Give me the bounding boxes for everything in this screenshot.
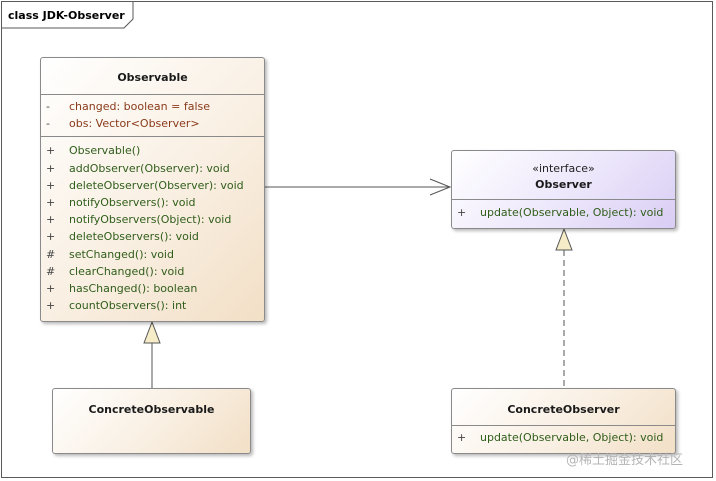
visibility-marker: +	[46, 281, 56, 295]
operation-text: countObservers(): int	[69, 299, 187, 313]
operation-text: setChanged(): void	[69, 247, 174, 261]
frame-title: class JDK-Observer	[8, 9, 125, 22]
frame-title-tab: class JDK-Observer	[2, 2, 134, 29]
operation-text: Observable()	[69, 144, 141, 158]
stereotype-label: «interface»	[532, 162, 595, 175]
visibility-marker: +	[46, 213, 56, 227]
class-observable[interactable]: Observable - changed: boolean = false - ob…	[40, 57, 265, 322]
operation-text: notifyObservers(): void	[69, 195, 196, 209]
operation-text: addObserver(Observer): void	[69, 161, 230, 175]
interface-name: Observer	[535, 178, 592, 191]
operation-text: notifyObservers(Object): void	[69, 213, 232, 227]
visibility-marker: +	[46, 299, 56, 313]
watermark-text: @稀土掘金技术社区	[566, 453, 684, 468]
operation-text: deleteObservers(): void	[69, 230, 199, 244]
operation-row: + update(Observable, Object): void	[452, 429, 675, 446]
operation-row: + deleteObservers(): void	[41, 228, 264, 245]
operation-row: # clearChanged(): void	[41, 263, 264, 280]
operation-row: + hasChanged(): boolean	[41, 280, 264, 297]
operation-row: + addObserver(Observer): void	[41, 160, 264, 177]
class-name: ConcreteObserver	[507, 403, 620, 416]
attribute-row: - changed: boolean = false	[41, 98, 264, 115]
operation-text: update(Observable, Object): void	[480, 431, 664, 444]
operation-text: clearChanged(): void	[69, 264, 185, 278]
operation-row: + update(Observable, Object): void	[452, 204, 675, 221]
visibility-marker: +	[46, 195, 56, 209]
frame-tab-outline	[2, 2, 134, 29]
operation-row: + countObservers(): int	[41, 297, 264, 314]
operation-row: + notifyObservers(): void	[41, 194, 264, 211]
visibility-marker: +	[46, 144, 56, 158]
visibility-marker: +	[457, 206, 467, 219]
operation-row: # setChanged(): void	[41, 246, 264, 263]
interface-observer[interactable]: «interface» Observer + update(Observable,…	[451, 150, 676, 229]
class-concrete-observable[interactable]: ConcreteObservable	[52, 388, 251, 454]
class-name: ConcreteObservable	[88, 403, 215, 416]
attribute-row: - obs: Vector<Observer>	[41, 115, 264, 132]
visibility-marker: +	[46, 230, 56, 244]
visibility-marker: -	[46, 117, 50, 131]
operations-compartment: + Observable() + addObserver(Observer): vo…	[41, 136, 264, 318]
operations-compartment: + update(Observable, Object): void	[452, 199, 675, 225]
attribute-text: obs: Vector<Observer>	[69, 117, 200, 131]
interface-header: «interface» Observer	[452, 151, 675, 199]
attribute-text: changed: boolean = false	[69, 100, 211, 113]
operation-row: + Observable()	[41, 142, 264, 159]
operation-row: + notifyObservers(Object): void	[41, 211, 264, 228]
operation-text: hasChanged(): boolean	[69, 281, 198, 295]
visibility-marker: -	[46, 100, 50, 113]
class-concrete-observer[interactable]: ConcreteObserver + update(Observable, Obj…	[451, 388, 676, 454]
operation-row: + deleteObserver(Observer): void	[41, 177, 264, 194]
visibility-marker: +	[46, 178, 56, 192]
operation-text: deleteObserver(Observer): void	[69, 178, 244, 192]
realization-triangle	[555, 227, 573, 251]
class-name: Observable	[117, 71, 188, 84]
visibility-marker: #	[46, 264, 56, 278]
operations-compartment: + update(Observable, Object): void	[452, 425, 675, 449]
attributes-compartment: - changed: boolean = false - obs: Vector<O…	[41, 94, 264, 136]
association-arrowhead	[429, 178, 452, 196]
visibility-marker: +	[46, 161, 56, 175]
operation-text: update(Observable, Object): void	[480, 206, 664, 219]
generalization-triangle	[143, 320, 161, 344]
visibility-marker: #	[46, 247, 56, 261]
visibility-marker: +	[457, 431, 467, 444]
